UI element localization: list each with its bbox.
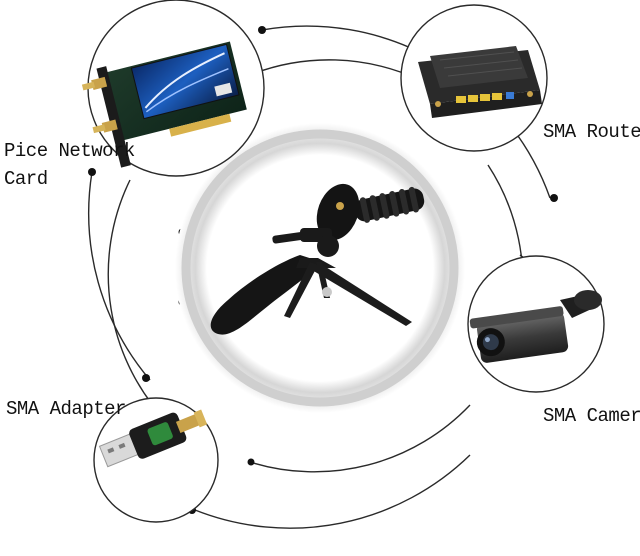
label-network-card-line1: Pice Network: [4, 140, 135, 162]
label-camera: SMA Camera: [543, 405, 640, 427]
label-adapter: SMA Adapter: [6, 398, 126, 420]
connector-dot: [88, 168, 96, 176]
outer-ring-bottom: [194, 454, 471, 529]
connector-dot: [550, 194, 558, 202]
usb-adapter-icon: [93, 397, 219, 523]
center-halo-ring: [181, 129, 459, 407]
outer-ring-left: [88, 171, 151, 381]
label-router: SMA Router: [543, 121, 640, 143]
inner-ring-top: [249, 59, 421, 81]
connector-dot: [247, 458, 255, 466]
inner-ring-left: [107, 179, 171, 426]
connector-dot: [142, 374, 150, 382]
label-network-card-line2: Card: [4, 168, 48, 190]
tripod-antenna-icon: [210, 183, 425, 335]
connector-dot: [258, 26, 266, 34]
label-network-card: Pice Network Card: [4, 137, 135, 193]
inner-ring-bottom: [249, 404, 471, 473]
security-camera-icon: [467, 255, 605, 393]
pcie-network-card-icon: [81, 0, 265, 177]
router-icon: [400, 4, 548, 152]
